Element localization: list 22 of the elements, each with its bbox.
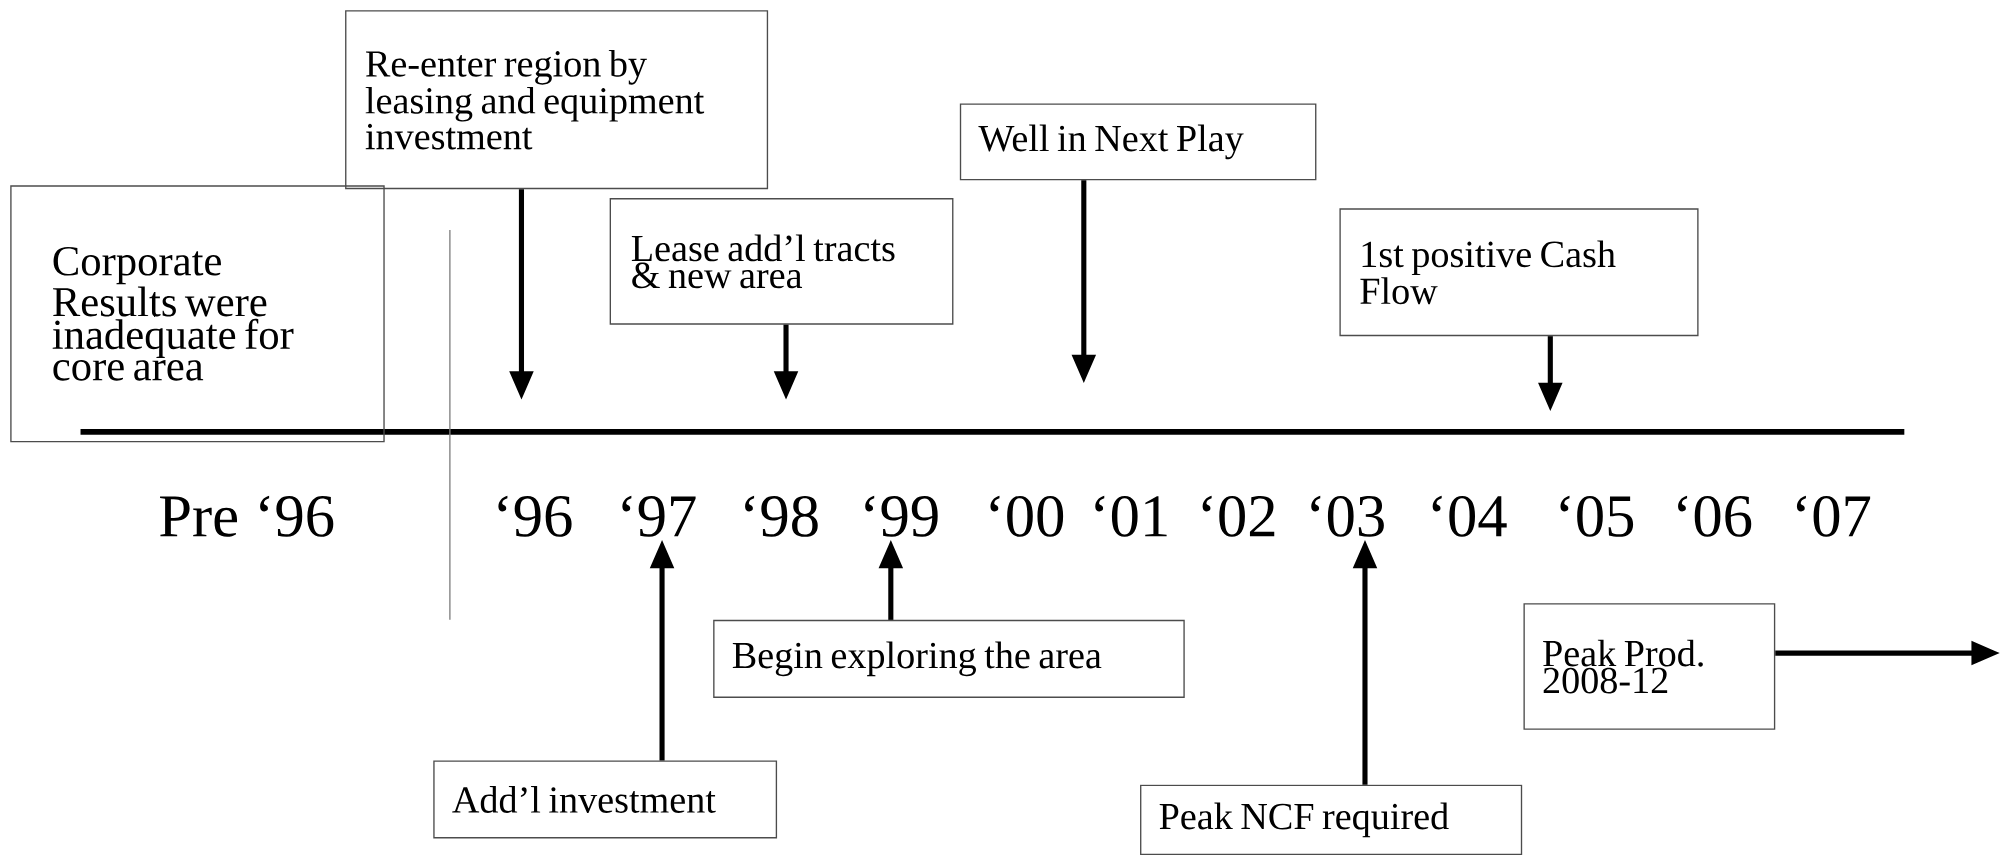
- text-box: 1st positive Cash Flow: [1339, 208, 1699, 337]
- year-label: ‘07: [1796, 495, 1871, 537]
- text-box: Well in Next Play: [959, 103, 1317, 181]
- year-label: ‘99: [865, 495, 938, 537]
- year-label: ‘00: [990, 495, 1064, 537]
- year-label: ‘05: [1560, 495, 1634, 537]
- year-label: Pre ‘96: [160, 495, 334, 537]
- text-box: Corporate Results were inadequate for core area: [10, 185, 385, 443]
- year-label: ‘04: [1432, 495, 1507, 537]
- year-label: ‘97: [622, 495, 696, 537]
- text-box: Peak Prod. 2008-12: [1523, 603, 1776, 730]
- text-box: Add’l investment: [433, 760, 778, 839]
- year-label: ‘02: [1202, 495, 1275, 537]
- text-box: Re-enter region by leasing and equipment investment: [345, 10, 769, 190]
- year-label: ‘03: [1311, 495, 1384, 537]
- text-box: Peak NCF required: [1140, 784, 1523, 855]
- text-box: Begin exploring the area: [713, 619, 1185, 698]
- year-label: ‘96: [498, 495, 572, 537]
- year-label: ‘01: [1095, 495, 1167, 537]
- text-box: Lease add’l tracts & new area: [609, 197, 954, 325]
- year-label: ‘98: [745, 495, 818, 537]
- year-label: ‘06: [1678, 495, 1752, 537]
